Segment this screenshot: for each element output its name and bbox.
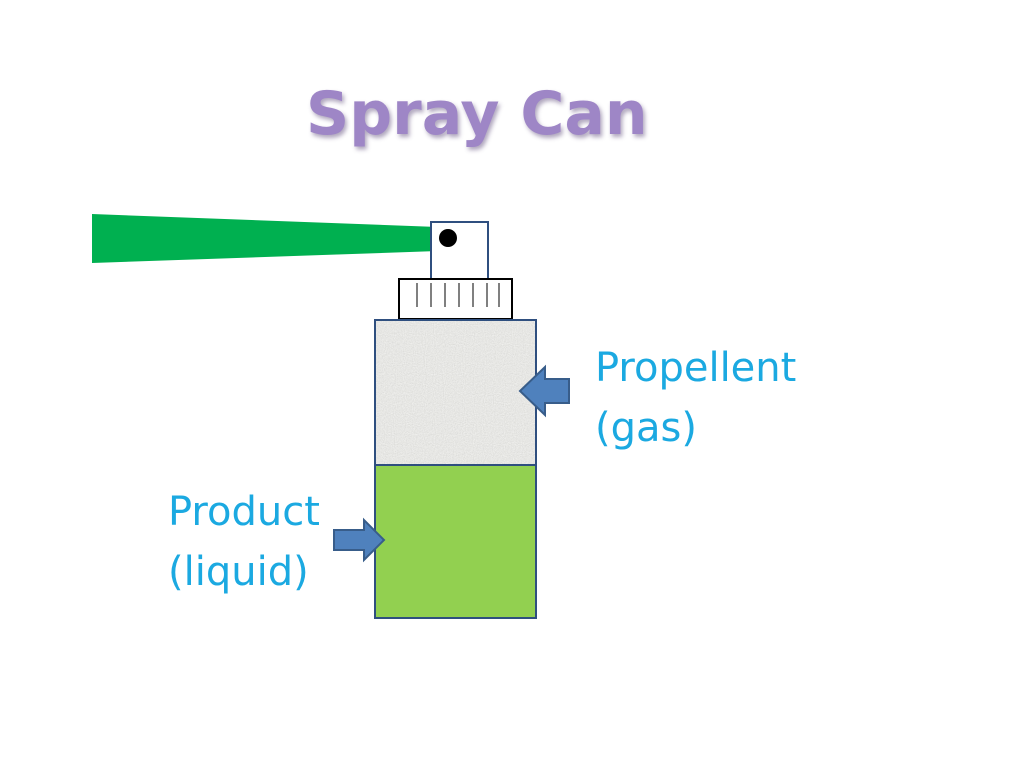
nozzle — [430, 221, 489, 281]
propellent-gas-region — [375, 320, 536, 465]
product-label-line1: Product — [168, 489, 320, 535]
propellent-label: Propellent (gas) — [595, 338, 796, 458]
propellent-label-line2: (gas) — [595, 405, 697, 451]
nozzle-hole — [439, 229, 457, 247]
product-label: Product (liquid) — [168, 482, 320, 602]
page-title: Spray Can — [306, 79, 648, 149]
product-label-line2: (liquid) — [168, 549, 309, 595]
spray-jet — [92, 214, 438, 263]
product-liquid-region — [374, 464, 537, 619]
propellent-arrow — [518, 364, 570, 418]
can-collar — [398, 278, 513, 320]
product-arrow — [333, 517, 386, 563]
propellent-label-line1: Propellent — [595, 345, 797, 391]
